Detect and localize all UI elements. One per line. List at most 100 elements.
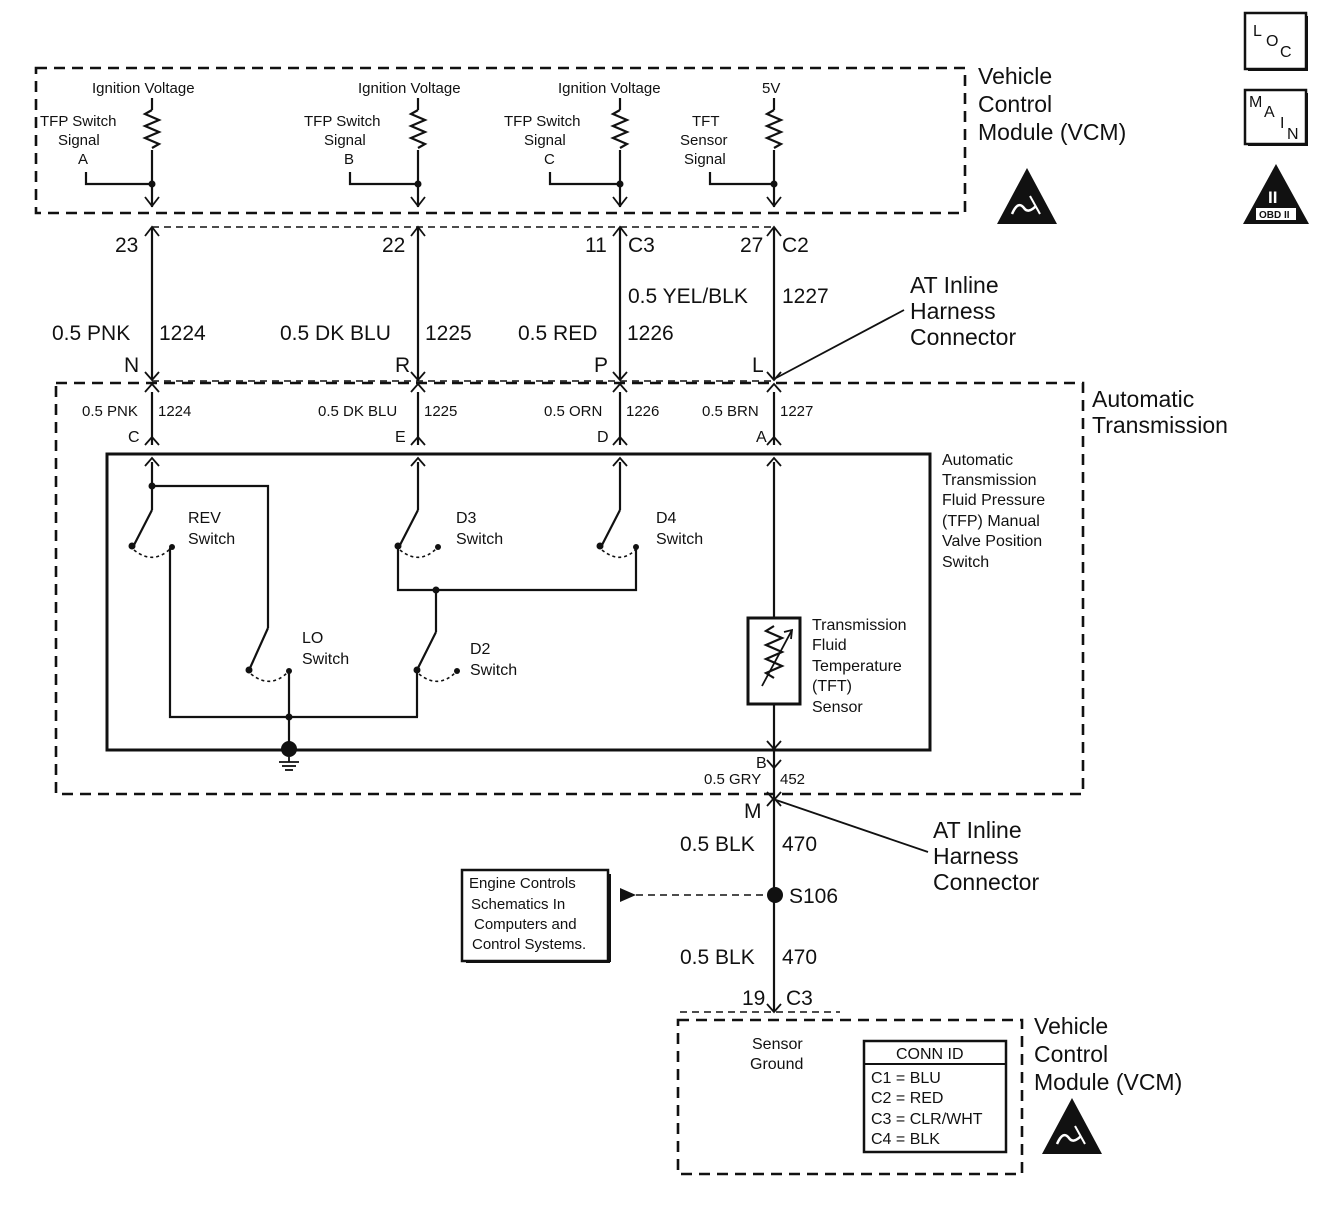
connector-chevron bbox=[144, 456, 160, 467]
contact-dot bbox=[435, 544, 441, 550]
connector-chevron bbox=[410, 371, 426, 382]
tfp-a-label-3: A bbox=[78, 151, 88, 168]
obd-text: OBD II bbox=[1259, 210, 1290, 221]
rev-switch bbox=[133, 509, 153, 546]
lo-label-1: LO bbox=[302, 630, 323, 647]
trans-wire-color-2: 0.5 DK BLU bbox=[318, 403, 397, 420]
junction-dot bbox=[285, 713, 293, 721]
conn-c2: C2 bbox=[782, 234, 809, 257]
engine-ref-1: Engine Controls bbox=[469, 875, 576, 892]
rev-label-2: Switch bbox=[188, 531, 235, 548]
conn-id-row-2: C2 = RED bbox=[871, 1090, 943, 1107]
trans-pin-e: E bbox=[395, 429, 406, 446]
connector-chevron bbox=[612, 456, 628, 467]
d2-label-1: D2 bbox=[470, 641, 491, 658]
tfp-desc-3: Fluid Pressure bbox=[942, 492, 1045, 509]
trans-wire-color-4: 0.5 BRN bbox=[702, 403, 759, 420]
pin-23: 23 bbox=[115, 234, 138, 257]
connector-chevron bbox=[766, 796, 782, 807]
conn-id-row-4: C4 = BLK bbox=[871, 1131, 940, 1148]
tft-label-1: TFT bbox=[692, 113, 720, 130]
obd-numeral: II bbox=[1268, 188, 1277, 207]
vcm-bottom-title-1: Vehicle bbox=[1034, 1013, 1108, 1039]
connector-chevron bbox=[144, 435, 160, 446]
tfp-desc-4: (TFP) Manual bbox=[942, 513, 1040, 530]
tfp-a-label-2: Signal bbox=[58, 132, 100, 149]
inline-pin-r: R bbox=[395, 354, 410, 377]
conn-c3-bottom: C3 bbox=[786, 987, 813, 1010]
blk-wire-num-2: 470 bbox=[782, 946, 817, 969]
tft-sensor-label-4: (TFT) bbox=[812, 678, 852, 695]
wire-color-4: 0.5 YEL/BLK bbox=[628, 285, 748, 308]
rev-label-1: REV bbox=[188, 510, 221, 527]
lo-label-2: Switch bbox=[302, 651, 349, 668]
pullup-resistor-c bbox=[610, 109, 630, 149]
wire-num-1: 1224 bbox=[159, 322, 206, 345]
main-badge[interactable]: M A I N bbox=[1243, 88, 1308, 146]
wire-num-4: 1227 bbox=[782, 285, 829, 308]
loc-badge[interactable]: L O C bbox=[1243, 11, 1308, 71]
pin-arrow bbox=[144, 196, 160, 208]
wire-color-2: 0.5 DK BLU bbox=[280, 322, 391, 345]
contact-dot bbox=[245, 666, 253, 674]
tft-sensor-label-1: Transmission bbox=[812, 617, 907, 634]
loc-l: L bbox=[1253, 23, 1262, 40]
tft-label-3: Signal bbox=[684, 151, 726, 168]
transmission-box bbox=[54, 381, 1085, 796]
connector-chevron bbox=[766, 1003, 782, 1014]
pin-19: 19 bbox=[742, 987, 765, 1010]
contact-dot bbox=[454, 668, 460, 674]
trans-pin-a: A bbox=[756, 429, 767, 446]
wire bbox=[84, 172, 152, 186]
inline-top-label-1: AT Inline bbox=[910, 272, 999, 298]
sensor-ground-2: Ground bbox=[750, 1056, 803, 1073]
tfp-desc-2: Transmission bbox=[942, 472, 1037, 489]
d4-label-2: Switch bbox=[656, 531, 703, 548]
connector-chevron bbox=[766, 456, 782, 467]
wire-color-1: 0.5 PNK bbox=[52, 322, 130, 345]
tft-sensor-label-3: Temperature bbox=[812, 658, 902, 675]
conn-id-row-3: C3 = CLR/WHT bbox=[871, 1111, 983, 1128]
connector-chevron bbox=[766, 371, 782, 382]
loc-o: O bbox=[1266, 33, 1278, 50]
five-volt-label: 5V bbox=[762, 80, 780, 97]
conn-id-table bbox=[862, 1039, 1008, 1154]
vcm-top-title-2: Control bbox=[978, 91, 1052, 117]
trans-wire-color-3: 0.5 ORN bbox=[544, 403, 602, 420]
pullup-resistor-b bbox=[408, 109, 428, 149]
tfp-desc-1: Automatic bbox=[942, 452, 1013, 469]
ign-voltage-a: Ignition Voltage bbox=[92, 80, 195, 97]
tft-sensor-label-5: Sensor bbox=[812, 699, 863, 716]
main-a: A bbox=[1264, 104, 1275, 121]
ground-icon bbox=[279, 757, 299, 771]
wire bbox=[168, 548, 418, 719]
inline-top-label-2: Harness bbox=[910, 298, 996, 324]
inline-pin-p: P bbox=[594, 354, 608, 377]
inline-bottom-label-2: Harness bbox=[933, 843, 1019, 869]
obd-ii-icon[interactable]: II OBD II bbox=[1243, 164, 1309, 224]
trans-wire-num-1: 1224 bbox=[158, 403, 191, 420]
d3-switch bbox=[399, 509, 419, 546]
wire-num-3: 1226 bbox=[627, 322, 674, 345]
tfp-c-label-2: Signal bbox=[524, 132, 566, 149]
connector-chevron bbox=[766, 435, 782, 446]
connector-chevron bbox=[144, 371, 160, 382]
switch-arc bbox=[418, 670, 458, 683]
splice-label: S106 bbox=[789, 885, 838, 908]
trans-pin-c: C bbox=[128, 429, 140, 446]
vcm-bottom-box bbox=[676, 1018, 1024, 1176]
trans-title-2: Transmission bbox=[1092, 412, 1228, 438]
inline-bottom-label-1: AT Inline bbox=[933, 817, 1022, 843]
switch-arc bbox=[399, 546, 439, 559]
tft-label-2: Sensor bbox=[680, 132, 728, 149]
tft-sensor-label-2: Fluid bbox=[812, 637, 847, 654]
blk-wire-color-1: 0.5 BLK bbox=[680, 833, 755, 856]
connector-chevron bbox=[410, 435, 426, 446]
pin-22: 22 bbox=[382, 234, 405, 257]
reference-arrow-icon bbox=[620, 888, 636, 902]
thermistor-arrow-head bbox=[783, 628, 794, 640]
wire bbox=[708, 172, 774, 186]
trans-pin-d: D bbox=[597, 429, 609, 446]
d3-label-1: D3 bbox=[456, 510, 477, 527]
pullup-resistor-tft bbox=[764, 109, 784, 149]
